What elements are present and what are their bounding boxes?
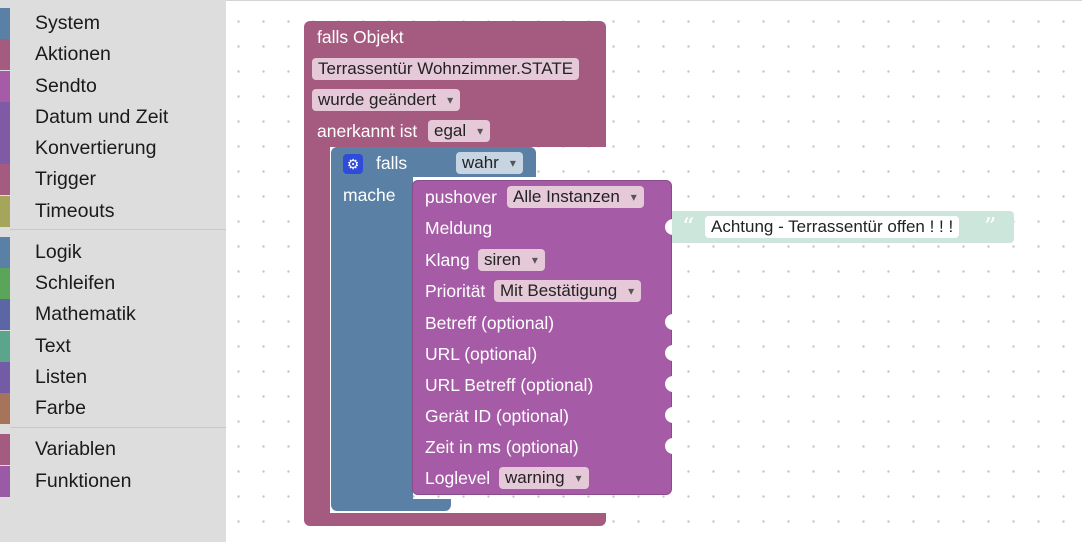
condition-dropdown[interactable]: wurde geändert	[312, 89, 461, 111]
instance-dropdown[interactable]: Alle Instanzen	[507, 186, 644, 208]
if-block[interactable]: ⚙ falls wahr mache	[331, 147, 536, 513]
sound-value: siren	[484, 250, 521, 269]
category-label: Text	[35, 335, 71, 357]
category-label: Sendto	[35, 75, 97, 97]
url-title-label: URL Betreff (optional)	[425, 375, 594, 395]
category-color-swatch	[0, 362, 10, 393]
category-color-swatch	[0, 102, 10, 133]
category-konvertierung[interactable]: Konvertierung	[0, 133, 226, 164]
category-label: System	[35, 12, 101, 34]
message-input-socket	[665, 219, 673, 235]
do-label: mache	[343, 185, 396, 205]
time-input-socket	[665, 438, 673, 454]
url-input-socket	[665, 345, 673, 361]
category-trigger[interactable]: Trigger	[0, 164, 226, 195]
ack-dropdown[interactable]: egal	[428, 120, 491, 142]
priority-dropdown[interactable]: Mit Bestätigung	[494, 280, 642, 302]
device-id-label: Gerät ID (optional)	[425, 406, 569, 426]
category-label: Variablen	[35, 438, 116, 460]
category-label: Funktionen	[35, 470, 132, 492]
category-label: Aktionen	[35, 43, 111, 65]
category-mathematik[interactable]: Mathematik	[0, 299, 226, 330]
if-footer	[331, 499, 451, 511]
device-id-input-socket	[665, 407, 673, 423]
category-label: Schleifen	[35, 272, 116, 294]
category-listen[interactable]: Listen	[0, 362, 226, 393]
condition-bool-value: wahr	[462, 153, 499, 172]
category-label: Mathematik	[35, 303, 136, 325]
blockly-workspace[interactable]: falls Objekt Terrassentür Wohnzimmer.STA…	[226, 0, 1082, 542]
category-aktionen[interactable]: Aktionen	[0, 39, 226, 70]
category-separator	[10, 427, 226, 428]
category-farbe[interactable]: Farbe	[0, 393, 226, 424]
url-title-input-socket	[665, 376, 673, 392]
category-color-swatch	[0, 331, 10, 362]
category-color-swatch	[0, 196, 10, 227]
category-color-swatch	[0, 466, 10, 497]
category-logik[interactable]: Logik	[0, 237, 226, 268]
category-label: Listen	[35, 366, 88, 388]
sound-label: Klang	[425, 250, 470, 270]
condition-bool-dropdown[interactable]: wahr	[456, 152, 523, 174]
category-label: Konvertierung	[35, 137, 157, 159]
category-funktionen[interactable]: Funktionen	[0, 466, 226, 497]
close-quote-icon: ”	[984, 213, 997, 241]
category-color-swatch	[0, 133, 10, 164]
sound-dropdown[interactable]: siren	[478, 249, 545, 271]
category-label: Logik	[35, 241, 82, 263]
category-label: Datum und Zeit	[35, 106, 169, 128]
category-text[interactable]: Text	[0, 331, 226, 362]
category-label: Trigger	[35, 168, 97, 190]
category-schleifen[interactable]: Schleifen	[0, 268, 226, 299]
category-system[interactable]: System	[0, 8, 226, 39]
time-label: Zeit in ms (optional)	[425, 437, 579, 457]
category-color-swatch	[0, 71, 10, 102]
category-separator	[10, 229, 226, 230]
subject-input-socket	[665, 314, 673, 330]
category-sendto[interactable]: Sendto	[0, 71, 226, 102]
trigger-spine	[304, 147, 330, 515]
category-color-swatch	[0, 393, 10, 424]
object-id-field[interactable]: Terrassentür Wohnzimmer.STATE	[312, 58, 580, 80]
open-quote-icon: “	[682, 213, 695, 241]
ack-label: anerkannt ist	[317, 121, 418, 141]
category-label: Farbe	[35, 397, 86, 419]
category-color-swatch	[0, 164, 10, 195]
message-label: Meldung	[425, 218, 493, 238]
trigger-on-object-block[interactable]: falls Objekt Terrassentür Wohnzimmer.STA…	[304, 21, 606, 526]
category-color-swatch	[0, 8, 10, 39]
gear-icon[interactable]: ⚙	[343, 154, 363, 174]
category-color-swatch	[0, 434, 10, 465]
trigger-title: falls Objekt	[317, 27, 404, 47]
category-color-swatch	[0, 299, 10, 330]
category-color-swatch	[0, 39, 10, 70]
category-timeouts[interactable]: Timeouts	[0, 196, 226, 227]
priority-value: Mit Bestätigung	[500, 281, 618, 300]
ack-value: egal	[434, 121, 467, 140]
loglevel-value: warning	[505, 468, 565, 487]
category-label: Timeouts	[35, 200, 115, 222]
category-variablen[interactable]: Variablen	[0, 434, 226, 465]
priority-label: Priorität	[425, 281, 486, 301]
if-label: falls	[376, 153, 408, 173]
loglevel-dropdown[interactable]: warning	[499, 467, 589, 489]
loglevel-label: Loglevel	[425, 468, 491, 488]
pushover-title: pushover	[425, 187, 497, 207]
category-datum-und-zeit[interactable]: Datum und Zeit	[0, 102, 226, 133]
instance-value: Alle Instanzen	[513, 187, 620, 206]
category-color-swatch	[0, 237, 10, 268]
text-block[interactable]: “ Achtung - Terrassentür offen ! ! ! ”	[672, 211, 1014, 243]
condition-value: wurde geändert	[318, 90, 437, 109]
if-spine	[331, 177, 413, 503]
subject-label: Betreff (optional)	[425, 313, 555, 333]
pushover-block[interactable]: pushover Alle Instanzen Meldung Klang si…	[412, 180, 673, 495]
url-label: URL (optional)	[425, 344, 538, 364]
toolbox: System Aktionen Sendto Datum und Zeit Ko…	[0, 0, 226, 542]
text-value-field[interactable]: Achtung - Terrassentür offen ! ! !	[705, 216, 960, 238]
trigger-footer	[304, 513, 606, 526]
category-color-swatch	[0, 268, 10, 299]
